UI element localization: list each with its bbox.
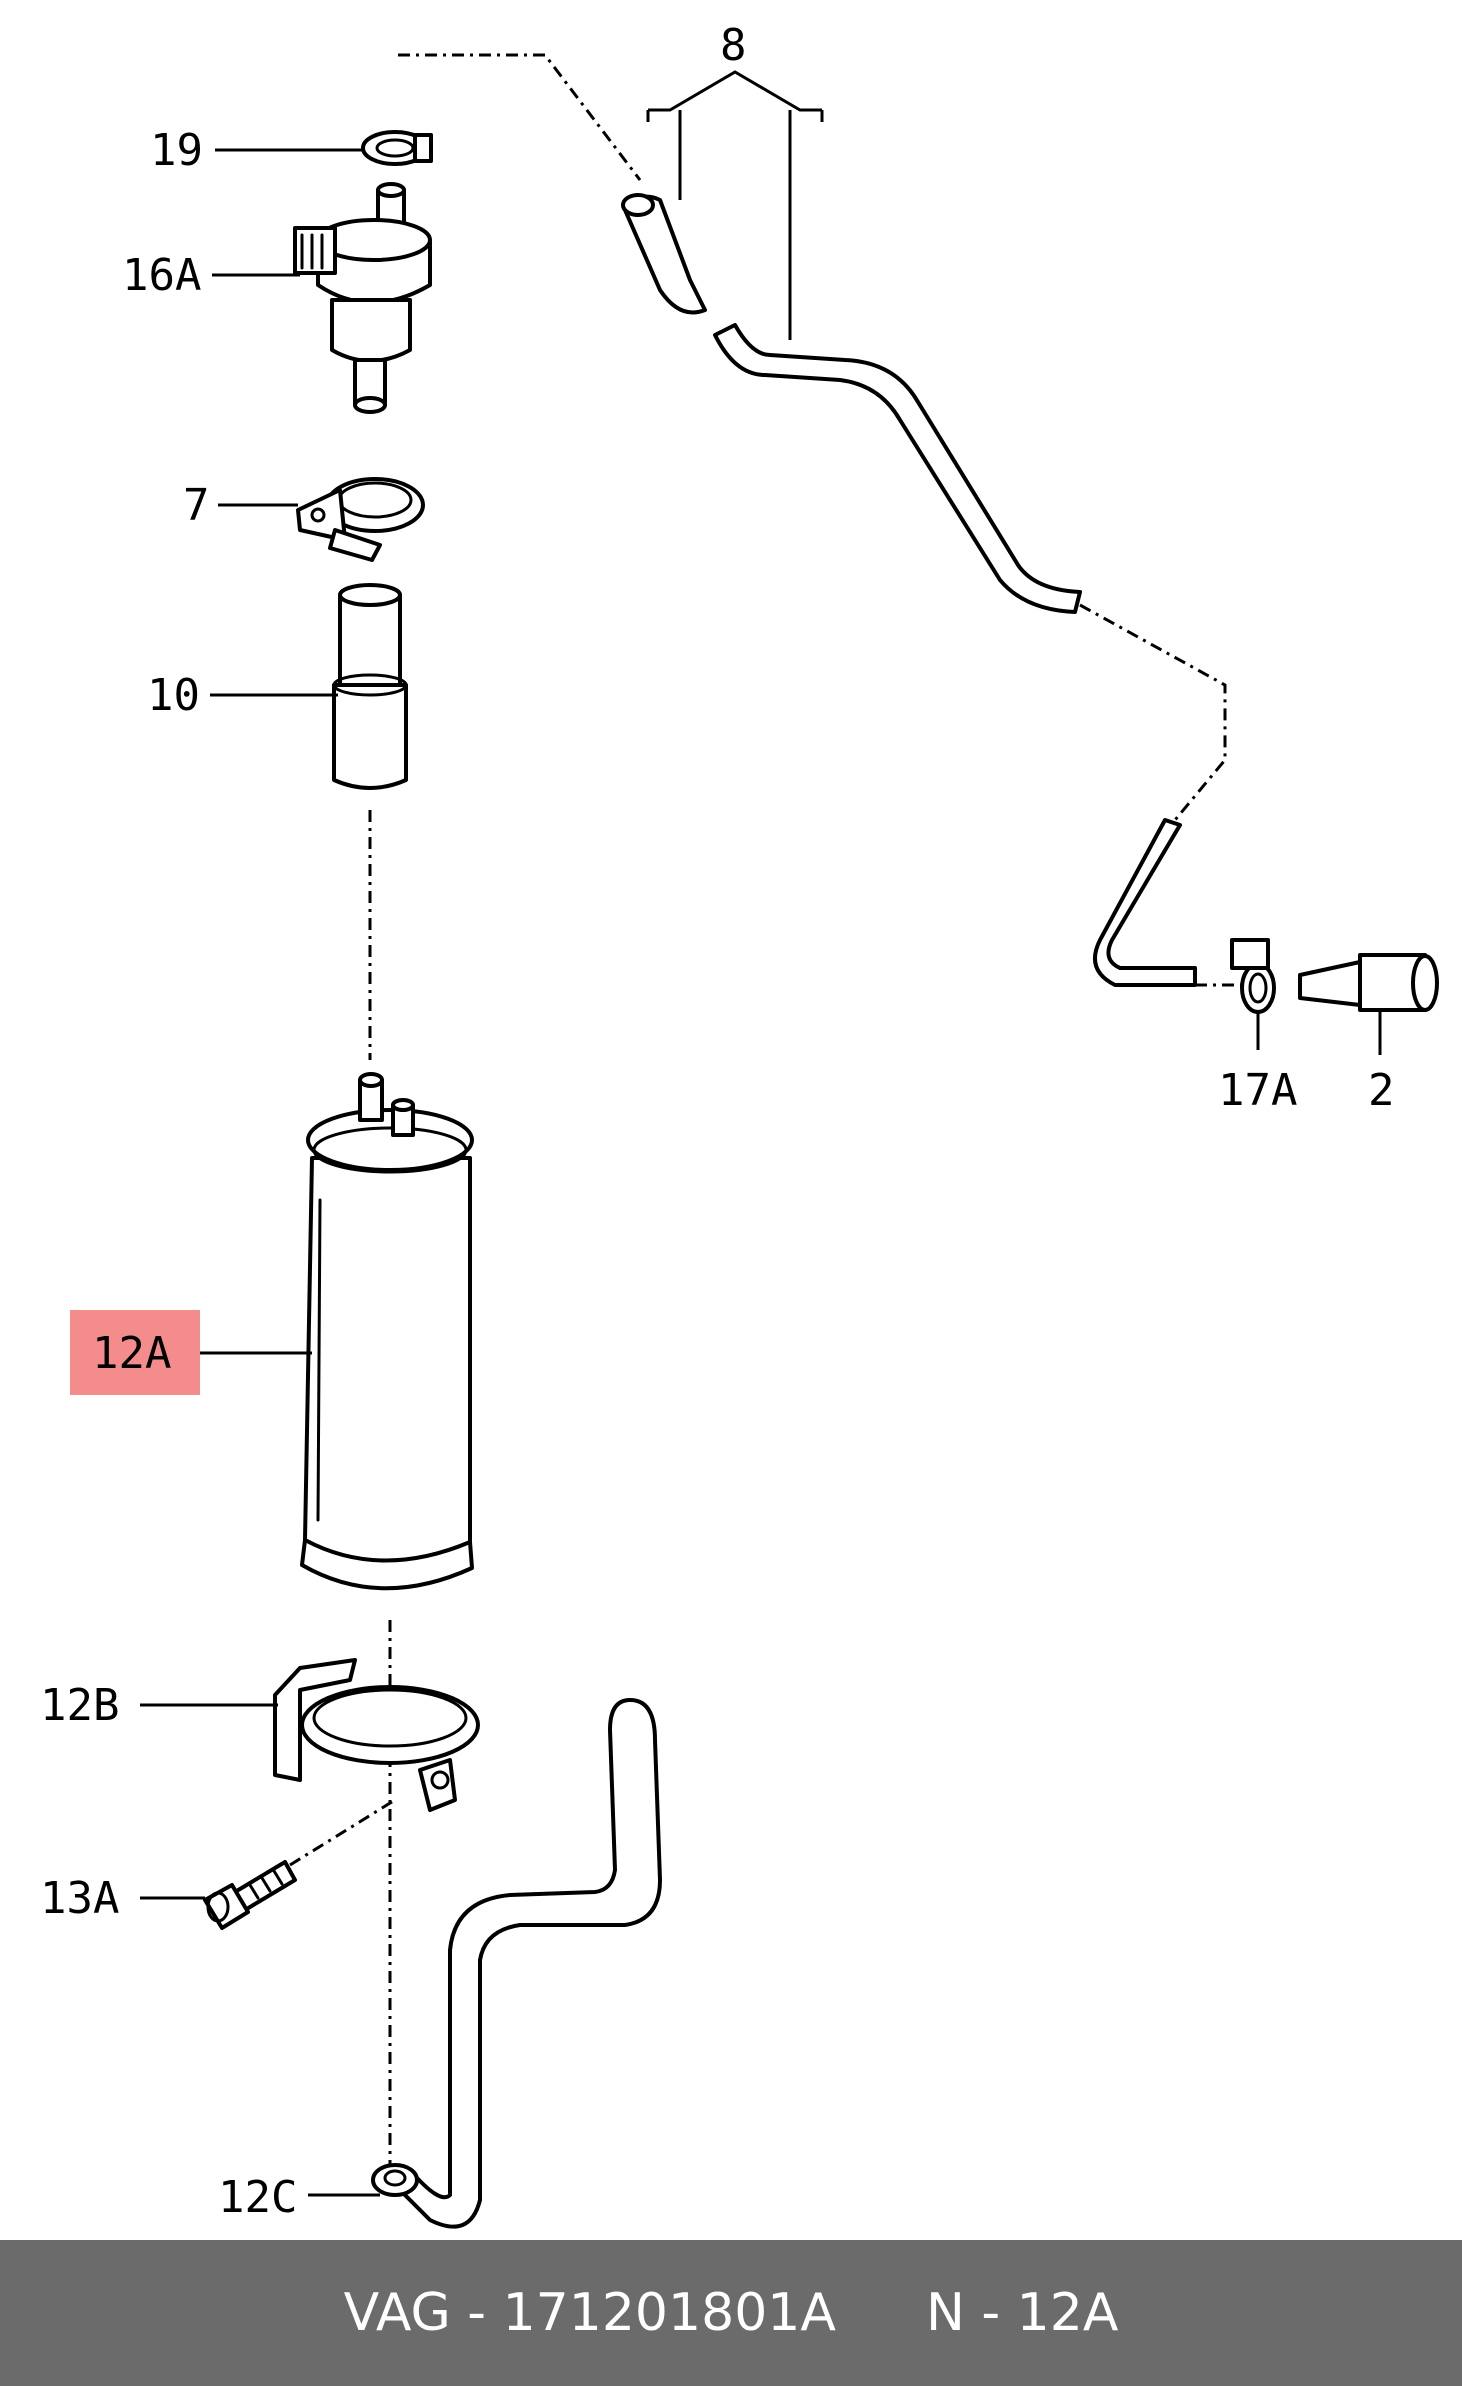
part-17a-clip bbox=[1230, 938, 1276, 1014]
callout-19: 19 bbox=[150, 125, 203, 176]
part-12c-hose bbox=[371, 1698, 662, 2229]
callout-16a: 16A bbox=[122, 250, 201, 301]
alignment-line-mid bbox=[1079, 603, 1227, 821]
parts-diagram: 19 16A 7 10 8 17A 2 12A 12B 13A 12C bbox=[40, 20, 1439, 2229]
part-2-connector bbox=[1298, 953, 1439, 1012]
callout-17a: 17A bbox=[1218, 1065, 1297, 1116]
part-13a-bolt bbox=[203, 1860, 297, 1930]
alignment-line-top bbox=[398, 53, 642, 181]
callout-8: 8 bbox=[720, 20, 747, 71]
part-16a-valve bbox=[293, 182, 432, 414]
footer-part-number: VAG - 171201801A bbox=[343, 2283, 836, 2343]
callout-12c: 12C bbox=[218, 2172, 297, 2223]
part-12a-filter bbox=[300, 1072, 474, 1591]
callout-12a: 12A bbox=[92, 1328, 171, 1379]
footer-position: N - 12A bbox=[925, 2283, 1119, 2343]
footer-bar: VAG - 171201801A N - 12A bbox=[0, 2240, 1462, 2386]
part-19-hose-clamp bbox=[361, 130, 433, 166]
part-12b-bracket bbox=[273, 1658, 480, 1812]
alignment-line-bolt bbox=[289, 1798, 396, 1867]
part-8-hose bbox=[621, 70, 1197, 987]
highlight-box-12a bbox=[70, 1310, 200, 1395]
part-10-sleeve bbox=[332, 583, 408, 790]
callout-10: 10 bbox=[147, 670, 200, 721]
callout-2: 2 bbox=[1368, 1065, 1395, 1116]
callout-7: 7 bbox=[183, 480, 210, 531]
callout-13a: 13A bbox=[40, 1873, 119, 1924]
callout-12b: 12B bbox=[40, 1680, 119, 1731]
part-7-clamp bbox=[296, 477, 425, 562]
